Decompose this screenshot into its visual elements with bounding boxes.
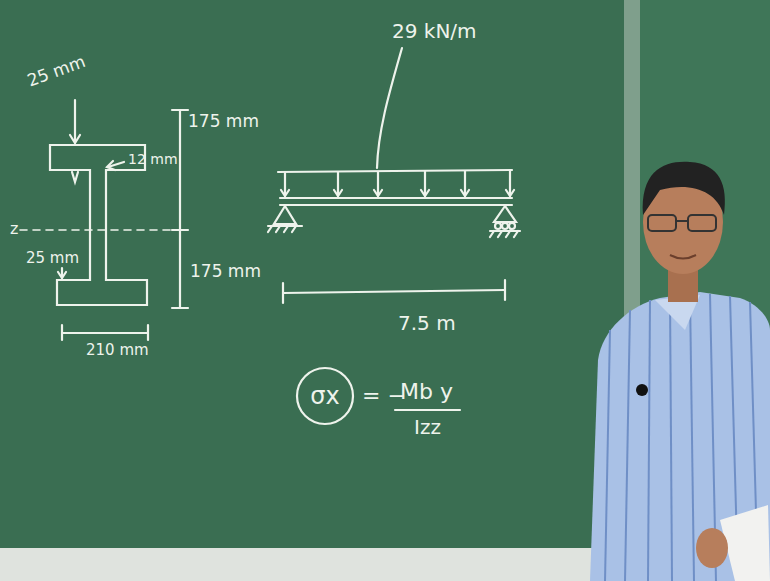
- load-label: 29 kN/m: [392, 20, 477, 42]
- circled-symbol: σx: [295, 366, 355, 426]
- dimension-label: 25 mm: [26, 250, 79, 267]
- dimension-label: 210 mm: [86, 342, 149, 359]
- text-group: σx: [295, 366, 355, 426]
- formula-part: = −: [362, 384, 406, 408]
- formula-numerator: Mb y: [400, 380, 453, 404]
- dimension-label: 175 mm: [188, 112, 259, 131]
- dimension-label: 12 mm: [128, 152, 178, 167]
- axis-label: z: [10, 220, 18, 238]
- symbol-text: σx: [310, 382, 339, 410]
- dimension-label: 175 mm: [190, 262, 261, 281]
- span-label: 7.5 m: [398, 312, 456, 334]
- formula-denominator: Izz: [414, 416, 441, 438]
